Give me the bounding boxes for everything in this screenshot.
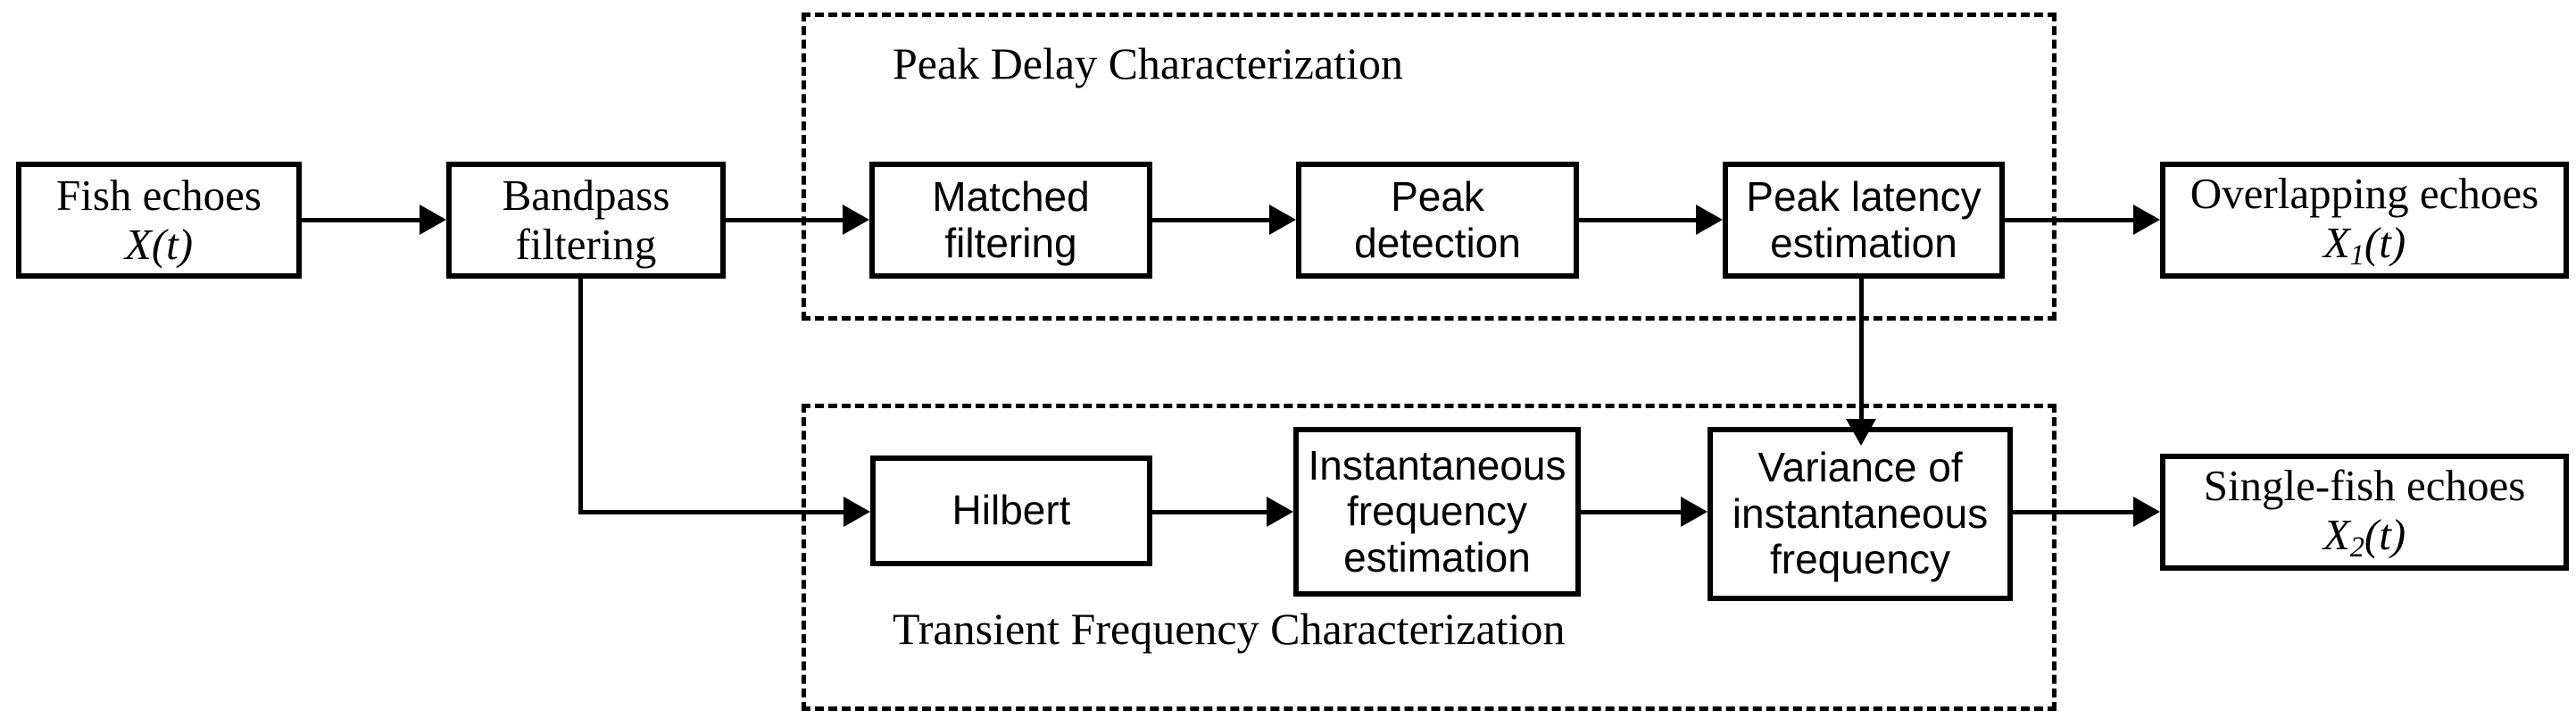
- edge-latency-to-overlapping-arrowhead: [2133, 205, 2160, 235]
- node-matched-filtering[interactable]: Matched filtering: [869, 162, 1152, 279]
- node-instantaneous-frequency-estimation-line1: Instantaneous: [1308, 441, 1566, 489]
- node-matched-filtering-line1: Matched: [932, 172, 1090, 220]
- edge-bandpass-to-hilbert-arrowhead: [843, 497, 870, 527]
- node-peak-detection-text: Peak detection: [1349, 172, 1526, 266]
- node-instantaneous-frequency-estimation-line3: estimation: [1343, 533, 1531, 581]
- edge-bandpass-to-matched-line: [726, 218, 844, 222]
- node-peak-latency-estimation-line1: Peak latency: [1746, 172, 1982, 220]
- node-variance-of-instantaneous-frequency-line1: Variance of: [1757, 444, 1963, 491]
- edge-latency-to-variance-arrowhead: [1846, 419, 1876, 446]
- node-matched-filtering-line2: filtering: [944, 219, 1077, 266]
- node-overlapping-echoes-line1: Overlapping echoes: [2190, 168, 2539, 218]
- node-single-fish-echoes-text: Single-fish echoes X2(t): [2198, 460, 2531, 563]
- edge-instfreq-to-variance-line: [1581, 510, 1683, 514]
- node-overlapping-echoes-symbol: X1(t): [2323, 217, 2406, 271]
- node-single-fish-echoes-symbol: X2(t): [2323, 509, 2406, 563]
- edge-bandpass-to-matched-arrowhead: [843, 205, 869, 235]
- group-transient-frequency-characterization: [802, 404, 2057, 711]
- node-bandpass-filtering-line1: Bandpass: [502, 170, 670, 220]
- edge-variance-to-singlefish-arrowhead: [2133, 497, 2160, 527]
- node-peak-latency-estimation-line2: estimation: [1770, 219, 1957, 266]
- node-variance-of-instantaneous-frequency-line3: frequency: [1769, 536, 1950, 583]
- node-overlapping-echoes[interactable]: Overlapping echoes X1(t): [2160, 162, 2569, 279]
- node-fish-echoes-text: Fish echoes X(t): [51, 171, 267, 270]
- node-instantaneous-frequency-estimation[interactable]: Instantaneous frequency estimation: [1293, 427, 1581, 597]
- edge-peakdet-to-latency-line: [1579, 218, 1698, 222]
- edge-bandpass-branch-vertical: [578, 279, 583, 514]
- node-overlapping-echoes-text: Overlapping echoes X1(t): [2185, 168, 2545, 271]
- edge-latency-to-variance-line: [1859, 279, 1864, 424]
- edge-instfreq-to-variance-arrowhead: [1681, 497, 1708, 527]
- node-single-fish-echoes[interactable]: Single-fish echoes X2(t): [2160, 454, 2569, 571]
- edge-fish-to-bandpass-arrowhead: [420, 205, 446, 235]
- node-fish-echoes-line1: Fish echoes: [56, 170, 262, 220]
- node-bandpass-filtering-line2: filtering: [515, 219, 657, 269]
- node-peak-latency-estimation-text: Peak latency estimation: [1741, 172, 1986, 266]
- edge-variance-to-singlefish-line: [2013, 510, 2135, 514]
- node-hilbert-line1: Hilbert: [951, 487, 1071, 534]
- node-variance-of-instantaneous-frequency-text: Variance of instantaneous frequency: [1727, 444, 1993, 583]
- edge-latency-to-overlapping-line: [2005, 218, 2135, 222]
- edge-matched-to-peakdet-arrowhead: [1269, 205, 1296, 235]
- edge-peakdet-to-latency-arrowhead: [1696, 205, 1723, 235]
- edge-matched-to-peakdet-line: [1152, 218, 1271, 222]
- edge-fish-to-bandpass-line: [302, 218, 421, 222]
- node-fish-echoes[interactable]: Fish echoes X(t): [16, 162, 302, 279]
- node-hilbert[interactable]: Hilbert: [870, 455, 1152, 566]
- group-peak-delay-label: Peak Delay Characterization: [893, 38, 1403, 88]
- group-peak-delay-characterization: [802, 13, 2057, 321]
- node-peak-latency-estimation[interactable]: Peak latency estimation: [1723, 162, 2005, 279]
- node-instantaneous-frequency-estimation-line2: frequency: [1346, 488, 1527, 535]
- node-peak-detection-line1: Peak: [1391, 172, 1484, 220]
- edge-bandpass-branch-horizontal: [578, 510, 845, 514]
- node-peak-detection-line2: detection: [1354, 219, 1521, 266]
- edge-hilbert-to-instfreq-line: [1152, 510, 1268, 514]
- node-fish-echoes-symbol: X(t): [124, 219, 194, 269]
- node-instantaneous-frequency-estimation-text: Instantaneous frequency estimation: [1302, 441, 1571, 581]
- node-variance-of-instantaneous-frequency[interactable]: Variance of instantaneous frequency: [1708, 427, 2013, 601]
- edge-hilbert-to-instfreq-arrowhead: [1267, 497, 1293, 527]
- node-hilbert-text: Hilbert: [947, 487, 1076, 534]
- node-peak-detection[interactable]: Peak detection: [1296, 162, 1579, 279]
- node-bandpass-filtering-text: Bandpass filtering: [497, 171, 676, 270]
- group-transient-frequency-label: Transient Frequency Characterization: [893, 604, 1566, 654]
- node-variance-of-instantaneous-frequency-line2: instantaneous: [1732, 489, 1989, 537]
- node-bandpass-filtering[interactable]: Bandpass filtering: [446, 162, 726, 279]
- node-matched-filtering-text: Matched filtering: [927, 172, 1094, 266]
- node-single-fish-echoes-line1: Single-fish echoes: [2203, 460, 2526, 510]
